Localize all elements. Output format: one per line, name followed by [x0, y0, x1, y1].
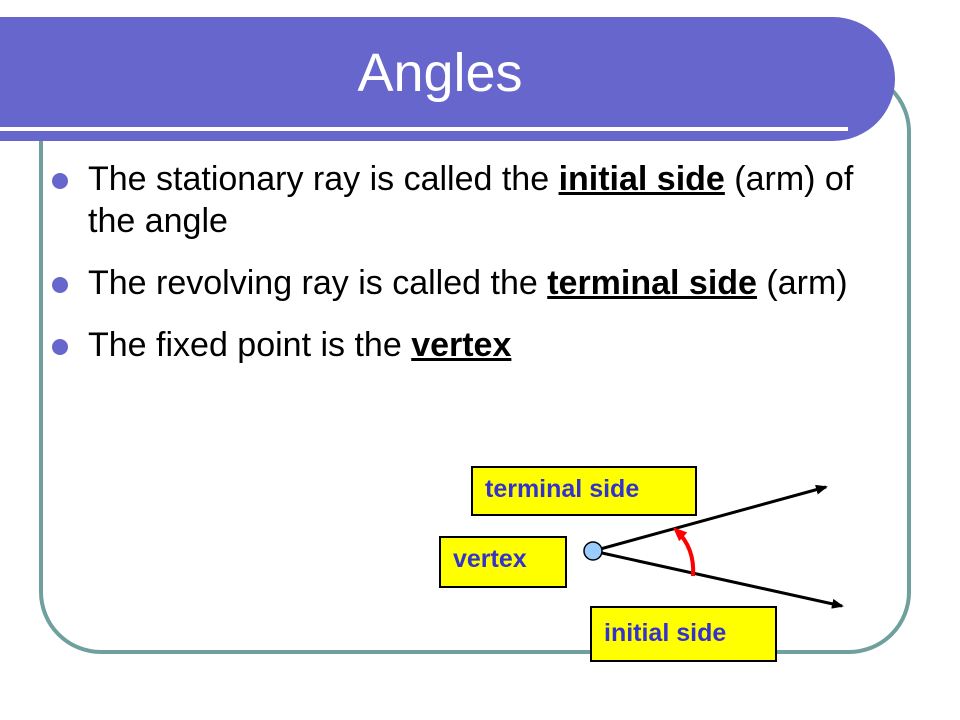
bullet-vertex: The fixed point is the vertex — [52, 324, 902, 366]
term-vertex: vertex — [411, 326, 512, 364]
bullet-text: (arm) — [756, 264, 848, 302]
term-initial-side: initial side — [558, 160, 725, 198]
bullet-text: The fixed point is the — [88, 326, 412, 364]
slide-title: Angles — [357, 43, 523, 103]
terminal-side-ray — [592, 484, 828, 553]
rotation-arrow — [673, 527, 696, 577]
vertex-label: vertex — [439, 536, 567, 588]
bullet-dot-icon — [52, 173, 68, 189]
initial-side-ray — [592, 549, 844, 609]
bullet-dot-icon — [52, 339, 68, 355]
term-terminal-side: terminal side — [547, 264, 757, 302]
bullet-text: The stationary ray is called the — [88, 160, 559, 198]
title-divider — [0, 127, 848, 131]
bullet-text: (arm) of the angle — [88, 160, 854, 240]
bullet-text: The revolving ray is called the — [88, 264, 548, 302]
vertex-point — [583, 541, 603, 561]
bullet-list: The stationary ray is called the initial… — [52, 158, 902, 386]
title-bar — [0, 17, 895, 141]
terminal-side-label: terminal side — [471, 466, 697, 516]
initial-side-label: initial side — [590, 606, 777, 662]
bullet-dot-icon — [52, 277, 68, 293]
bullet-terminal-side: The revolving ray is called the terminal… — [52, 262, 902, 304]
bullet-initial-side: The stationary ray is called the initial… — [52, 158, 902, 242]
